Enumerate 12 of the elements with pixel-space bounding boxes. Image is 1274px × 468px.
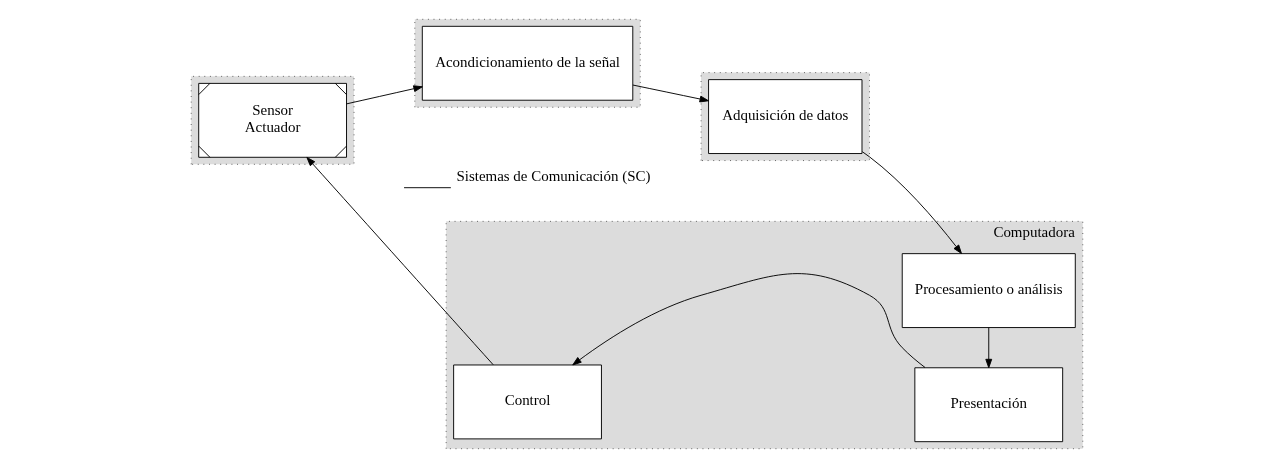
arrow — [306, 156, 494, 366]
node-box: Acondicionamiento de la señal — [421, 25, 634, 101]
arrow — [346, 85, 423, 105]
arrow — [861, 151, 962, 254]
node-box: Procesamiento o análisis — [901, 253, 1076, 329]
node-box: Presentación — [914, 367, 1064, 443]
node-box: Control — [453, 364, 602, 440]
arrow — [632, 84, 709, 103]
arrow — [985, 327, 993, 369]
arrow — [572, 273, 926, 368]
node-box: Adquisición de datos — [708, 79, 863, 154]
legend-label: Sistemas de Comunicación (SC) — [456, 167, 651, 184]
